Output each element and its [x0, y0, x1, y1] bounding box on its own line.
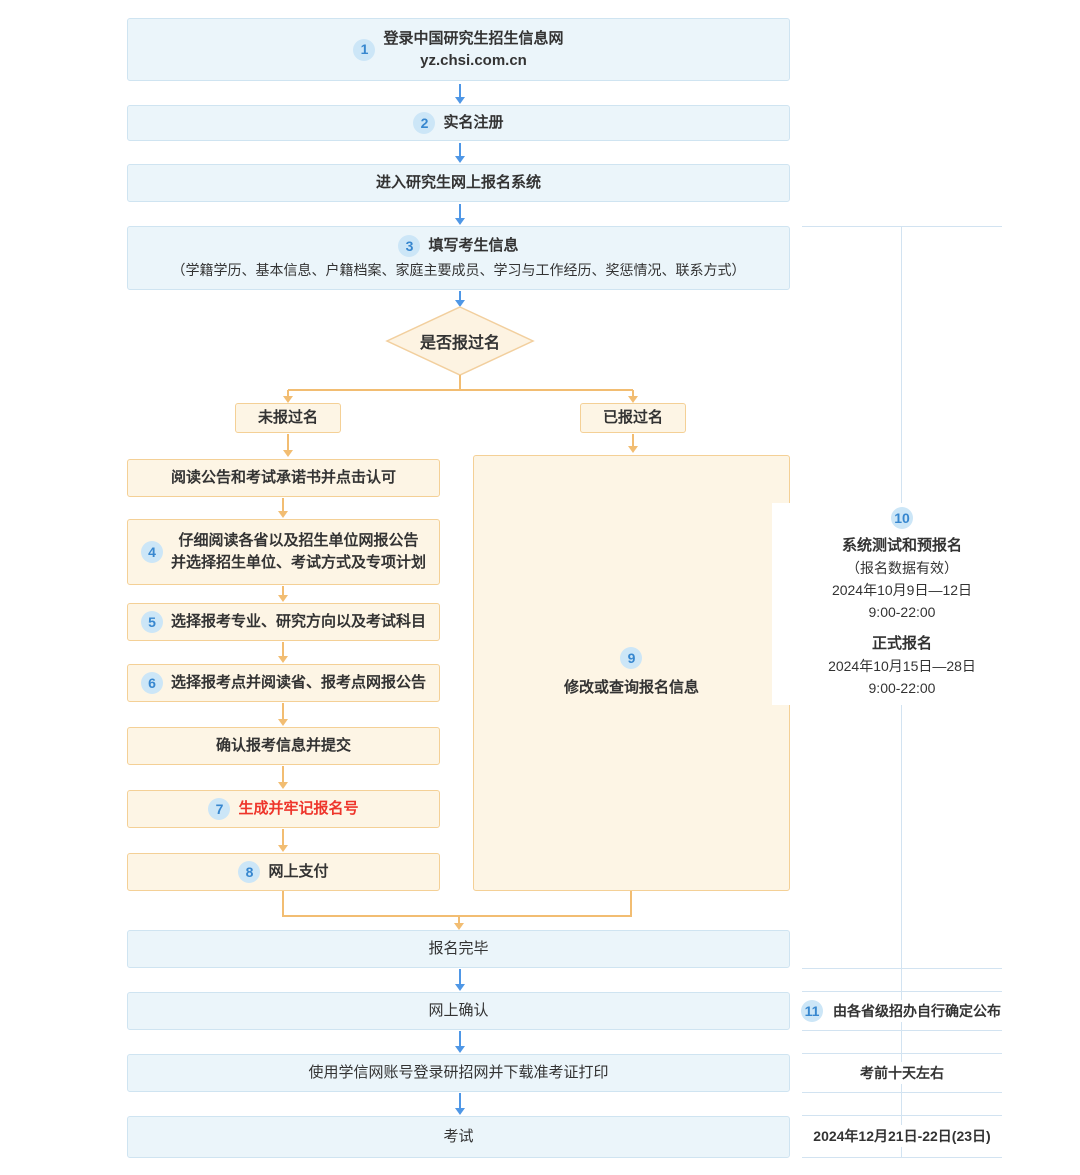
step-badge-2: 2	[413, 112, 436, 134]
step-badge-8: 8	[238, 861, 261, 883]
arrow-down	[628, 434, 638, 453]
timeline-separator	[802, 991, 1002, 992]
arrow-down	[283, 390, 293, 403]
arrow-down	[455, 204, 465, 225]
left-step-read-notice: 阅读公告和考试承诺书并点击认可	[127, 459, 440, 497]
step-badge-9: 9	[620, 647, 643, 670]
pre-registration-time: 9:00-22:00	[868, 604, 936, 620]
flow-step-login: 1 登录中国研究生招生信息网 yz.chsi.com.cn	[127, 18, 790, 81]
timeline-separator	[802, 1157, 1002, 1158]
step-badge-5: 5	[140, 611, 163, 633]
left-step-get-number: 7 生成并牢记报名号	[127, 790, 440, 828]
arrow-down	[455, 291, 465, 307]
decision-label: 是否报过名	[419, 335, 500, 352]
connector-line	[282, 915, 632, 917]
step-badge-3: 3	[398, 235, 421, 258]
flow-step-register: 2 实名注册	[127, 105, 790, 141]
left-step-choose-major: 5 选择报考专业、研究方向以及考试科目	[127, 603, 440, 641]
connector-line	[459, 375, 461, 390]
formal-registration-time: 9:00-22:00	[868, 680, 936, 696]
exam-date-note: 2024年12月21日-22日(23日)	[772, 1124, 1032, 1148]
timeline-separator	[802, 968, 1002, 969]
arrow-down	[283, 434, 293, 457]
connector-line	[630, 891, 632, 917]
formal-registration-title: 正式报名	[871, 635, 932, 652]
pre-registration-note: （报名数据有效）	[846, 560, 958, 576]
left-step-pay-online: 8 网上支付	[127, 853, 440, 891]
arrow-down	[455, 969, 465, 991]
pre-registration-date: 2024年10月9日—12日	[831, 582, 973, 598]
left-step-choose-unit: 4 仔细阅读各省以及招生单位网报公告 并选择招生单位、考试方式及专项计划	[127, 519, 440, 585]
arrow-down	[278, 829, 288, 852]
formal-registration-date: 2024年10月15日—28日	[828, 658, 976, 674]
step-badge-4: 4	[140, 541, 163, 563]
connector-line	[282, 891, 284, 917]
arrow-down	[455, 84, 465, 104]
flow-step-online-confirm: 网上确认	[127, 992, 790, 1030]
step-badge-6: 6	[140, 672, 163, 694]
step-badge-10: 10	[891, 507, 913, 529]
arrow-down	[278, 498, 288, 518]
timeline-top-line	[802, 226, 1002, 227]
left-step-confirm-submit: 确认报考信息并提交	[127, 727, 440, 765]
step4-detail: （学籍学历、基本信息、户籍档案、家庭主要成员、学习与工作经历、奖惩情况、联系方式…	[171, 262, 746, 279]
flow-step-fill-info: 3 填写考生信息 （学籍学历、基本信息、户籍档案、家庭主要成员、学习与工作经历、…	[127, 226, 790, 290]
step2-label: 实名注册	[443, 114, 504, 132]
branch-not-registered: 未报过名	[235, 403, 341, 433]
timeline-separator	[802, 1115, 1002, 1116]
arrow-down	[455, 1031, 465, 1053]
arrow-down	[278, 703, 288, 726]
pre-registration-title: 系统测试和预报名	[841, 537, 962, 554]
left-step-choose-site: 6 选择报考点并阅读省、报考点网报公告	[127, 664, 440, 702]
arrow-down	[455, 1093, 465, 1115]
step-badge-11: 11	[801, 1000, 823, 1022]
step3-label: 进入研究生网上报名系统	[375, 174, 541, 192]
arrow-down	[454, 916, 464, 930]
step1-url: yz.chsi.com.cn	[420, 51, 527, 69]
connector-line	[288, 389, 633, 391]
step-badge-1: 1	[353, 38, 376, 61]
arrow-down	[278, 586, 288, 602]
step4-label: 填写考生信息	[428, 237, 519, 255]
registration-period-note: 10 系统测试和预报名 （报名数据有效） 2024年10月9日—12日 9:00…	[772, 503, 1032, 705]
flow-step-print-ticket: 使用学信网账号登录研招网并下载准考证打印	[127, 1054, 790, 1092]
step-badge-7: 7	[208, 798, 231, 820]
timeline-separator	[802, 1053, 1002, 1054]
arrow-down	[278, 642, 288, 663]
highlighted-step-label: 生成并牢记报名号	[238, 800, 359, 818]
flow-step-finish: 报名完毕	[127, 930, 790, 968]
flow-step-exam: 考试	[127, 1116, 790, 1158]
query-modify-label: 修改或查询报名信息	[563, 679, 699, 697]
timeline-separator	[802, 1030, 1002, 1031]
query-modify-box: 9 修改或查询报名信息	[473, 455, 790, 891]
step1-title: 登录中国研究生招生信息网	[383, 29, 564, 47]
branch-registered: 已报过名	[580, 403, 686, 433]
arrow-down	[455, 143, 465, 163]
arrow-down	[278, 766, 288, 789]
timeline-separator	[802, 1092, 1002, 1093]
flow-step-enter-system: 进入研究生网上报名系统	[127, 164, 790, 202]
confirm-period-note: 11 由各省级招办自行确定公布	[772, 999, 1032, 1023]
admission-ticket-note: 考前十天左右	[772, 1061, 1032, 1085]
arrow-down	[628, 390, 638, 403]
